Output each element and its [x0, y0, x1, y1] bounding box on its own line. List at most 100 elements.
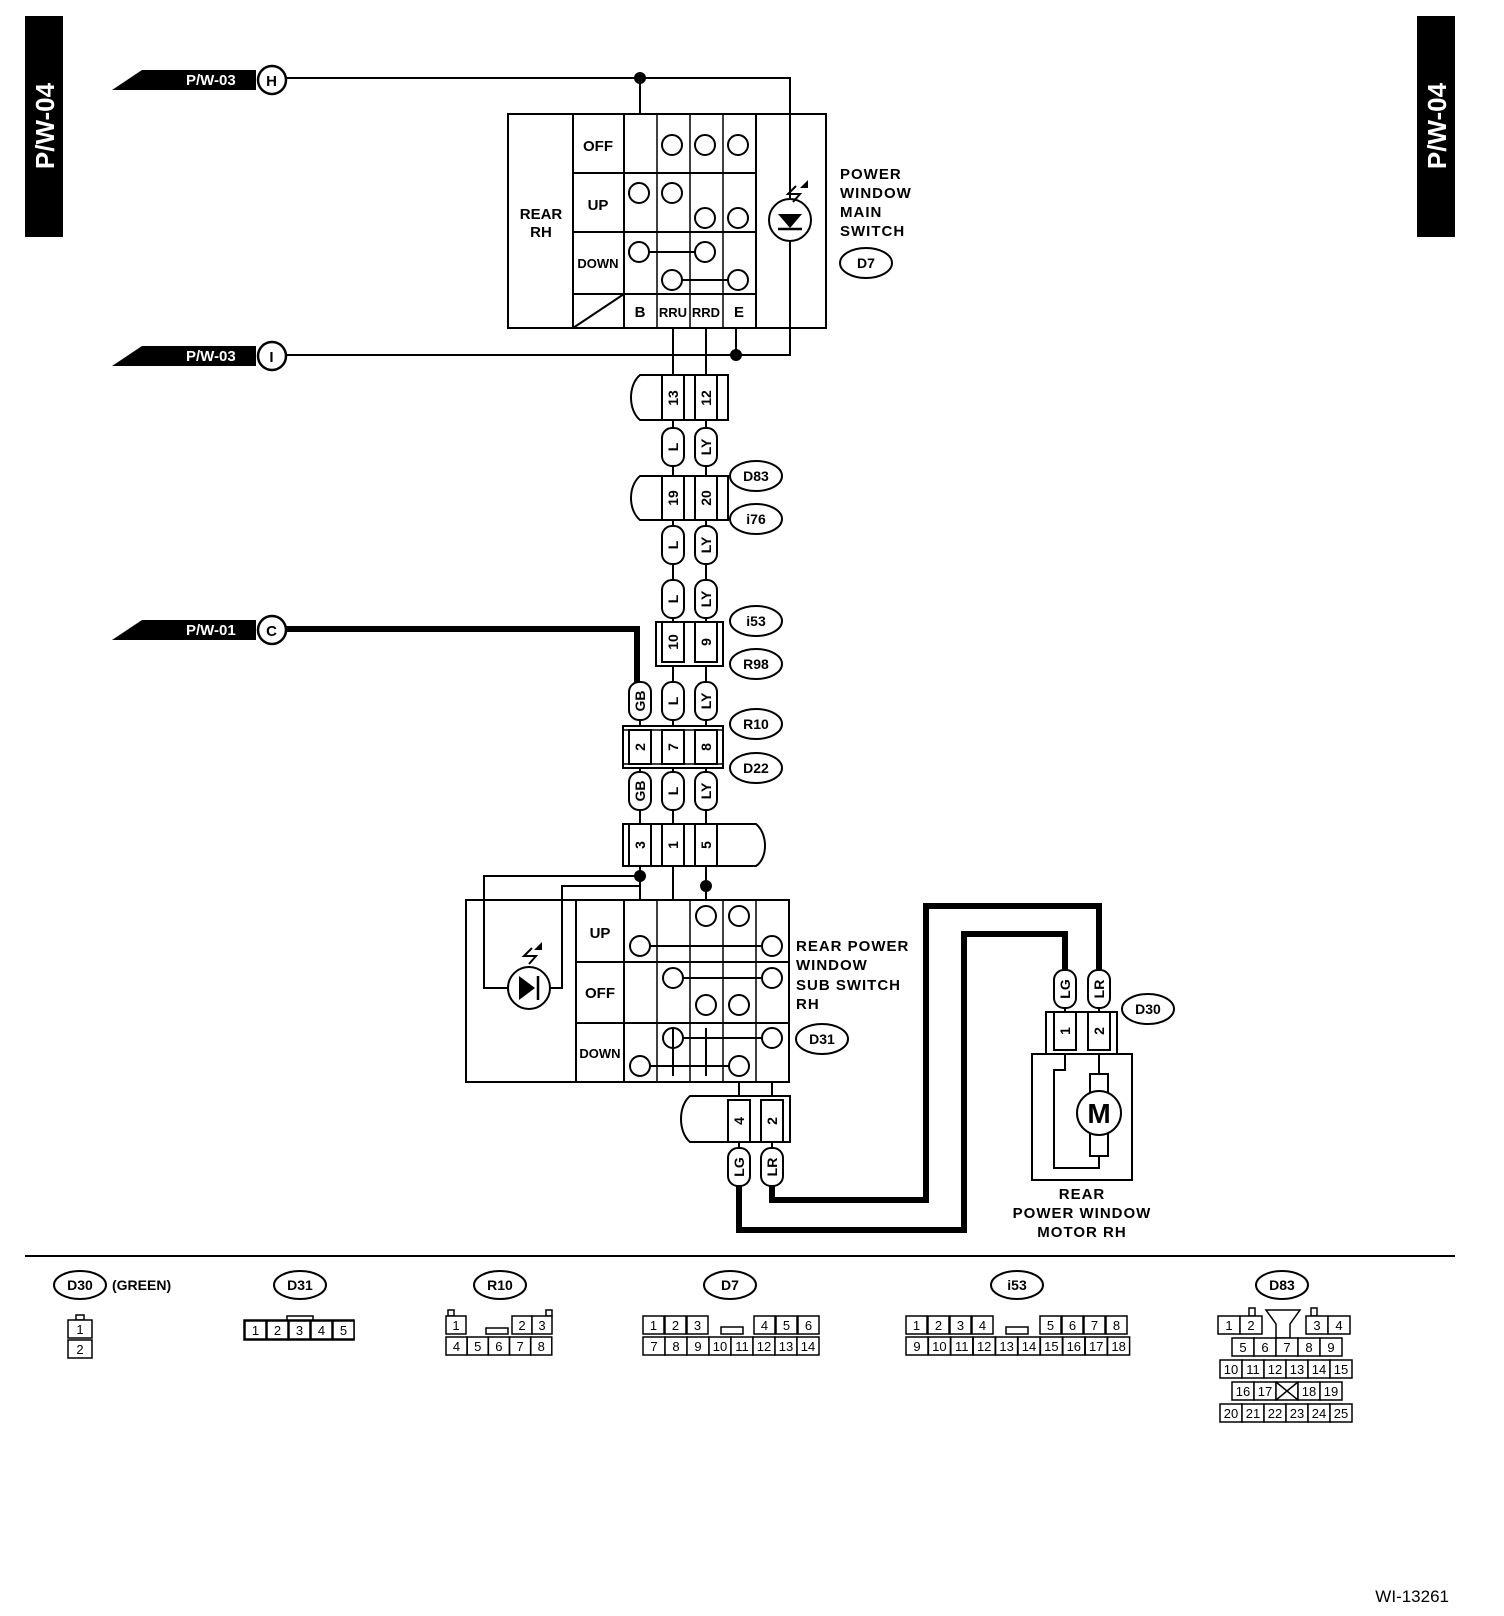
- page-tab-right-label: P/W-04: [1422, 82, 1452, 169]
- legend-pin: 20: [1224, 1406, 1238, 1421]
- connector-id-r98: R98: [743, 656, 769, 672]
- legend-pin: 17: [1089, 1339, 1103, 1354]
- wire-l-5: L: [665, 786, 681, 795]
- motor-name-3: MOTOR RH: [1037, 1224, 1126, 1241]
- legend-pin: 1: [452, 1318, 459, 1333]
- legend-pin: 2: [1247, 1318, 1254, 1333]
- legend-pin: 7: [516, 1339, 523, 1354]
- figure-id: WI-13261: [1375, 1587, 1449, 1606]
- legend-pin-cell: [1039, 1315, 1062, 1335]
- ref-i-letter: I: [269, 349, 274, 366]
- legend-pin: 5: [1239, 1340, 1246, 1355]
- legend-pin-cell: [1329, 1403, 1353, 1423]
- legend-pin: 13: [1290, 1362, 1304, 1377]
- ref-h-label: P/W-03: [186, 72, 236, 89]
- connector-id-r10: R10: [743, 716, 769, 732]
- legend-pin: 6: [1261, 1340, 1268, 1355]
- page-tab-left: [25, 16, 63, 237]
- legend-pin: 24: [1312, 1406, 1326, 1421]
- wire-gb-2: GB: [632, 781, 648, 802]
- connector-id-i76: i76: [746, 511, 766, 527]
- legend-pin: 8: [1113, 1318, 1120, 1333]
- wire-ly-2: LY: [698, 536, 714, 553]
- legend-pin: 2: [76, 1342, 83, 1357]
- legend-id: D7: [721, 1277, 739, 1293]
- wire-ly-5: LY: [698, 782, 714, 799]
- legend-pin: 15: [1334, 1362, 1348, 1377]
- connector-13-12: 13 12: [630, 374, 729, 421]
- legend-pin: 2: [274, 1323, 281, 1338]
- legend-pin: 6: [1069, 1318, 1076, 1333]
- legend-pin: 2: [518, 1318, 525, 1333]
- legend-badge: [1255, 1270, 1309, 1300]
- legend-pin-cell: [775, 1315, 798, 1335]
- legend-pin: 2: [672, 1318, 679, 1333]
- legend-pin-cell: [531, 1315, 553, 1335]
- main-switch-row-down: DOWN: [577, 256, 618, 271]
- legend-id: D83: [1269, 1277, 1295, 1293]
- legend-pin-cell: [1239, 1315, 1263, 1335]
- legend-pin-cell: [67, 1319, 93, 1339]
- main-switch-group-line1: REAR: [520, 206, 563, 223]
- legend-pin: 3: [957, 1318, 964, 1333]
- legend-pin: 18: [1302, 1384, 1316, 1399]
- wire-l-3: L: [665, 594, 681, 603]
- connector-4-2: 4 2: [680, 1095, 791, 1143]
- connector-id-d22: D22: [743, 760, 769, 776]
- legend-badge: [473, 1270, 527, 1300]
- legend-pin-cell: [796, 1336, 820, 1356]
- legend-pin: 9: [694, 1339, 701, 1354]
- legend-pin-cell: [1319, 1381, 1343, 1401]
- legend-pin-cell: [1329, 1359, 1353, 1379]
- legend-id: D31: [287, 1277, 313, 1293]
- ref-h-letter: H: [266, 73, 278, 90]
- pin-20: 20: [698, 490, 714, 506]
- legend-pin: 14: [801, 1339, 815, 1354]
- ref-flag-c: [112, 620, 256, 640]
- legend-pin-cell: [332, 1320, 355, 1340]
- sub-switch-connector-id: D31: [809, 1031, 835, 1047]
- pin-2: 2: [632, 743, 648, 751]
- legend-pin: 12: [977, 1339, 991, 1354]
- pin-9: 9: [698, 638, 714, 646]
- legend-pin: 5: [474, 1339, 481, 1354]
- main-switch-name-1: POWER: [840, 166, 902, 183]
- motor-symbol: M: [1087, 1098, 1110, 1129]
- legend-pin: 1: [913, 1318, 920, 1333]
- legend-pin: 10: [1224, 1362, 1238, 1377]
- connector-2-7-8: 2 7 8: [622, 725, 724, 769]
- pin-7: 7: [665, 743, 681, 751]
- wire-l-2: L: [665, 540, 681, 549]
- motor: M: [1031, 1053, 1133, 1181]
- page-tab-right: [1417, 16, 1455, 237]
- legend-pin: 17: [1258, 1384, 1272, 1399]
- main-switch-name-2: WINDOW: [840, 185, 912, 202]
- pin-5: 5: [698, 841, 714, 849]
- wire-l-4: L: [665, 696, 681, 705]
- legend-pin-cell: [1083, 1315, 1106, 1335]
- pin-8: 8: [698, 743, 714, 751]
- main-switch-terminal-e: E: [734, 304, 744, 321]
- legend-pin: 11: [1246, 1362, 1260, 1377]
- legend-pin: 6: [805, 1318, 812, 1333]
- pin-3: 3: [632, 841, 648, 849]
- pin-2c: 2: [1091, 1027, 1107, 1035]
- legend-pin: 14: [1022, 1339, 1036, 1354]
- legend-pin: 1: [650, 1318, 657, 1333]
- legend-pin: 23: [1290, 1406, 1304, 1421]
- pin-10: 10: [665, 634, 681, 650]
- legend-pin-cell: [971, 1315, 994, 1335]
- legend-pin: 15: [1044, 1339, 1058, 1354]
- connector-id-d83: D83: [743, 468, 769, 484]
- legend-pin: 8: [672, 1339, 679, 1354]
- main-switch-name-3: MAIN: [840, 204, 882, 221]
- legend-pin: 4: [453, 1339, 460, 1354]
- legend-id: D30: [67, 1277, 93, 1293]
- wire-ly-1: LY: [698, 438, 714, 455]
- wire-ly-3: LY: [698, 590, 714, 607]
- legend-pin-cell: [1327, 1315, 1351, 1335]
- legend-pin-cell: [266, 1320, 289, 1340]
- legend-pin: 11: [955, 1339, 969, 1354]
